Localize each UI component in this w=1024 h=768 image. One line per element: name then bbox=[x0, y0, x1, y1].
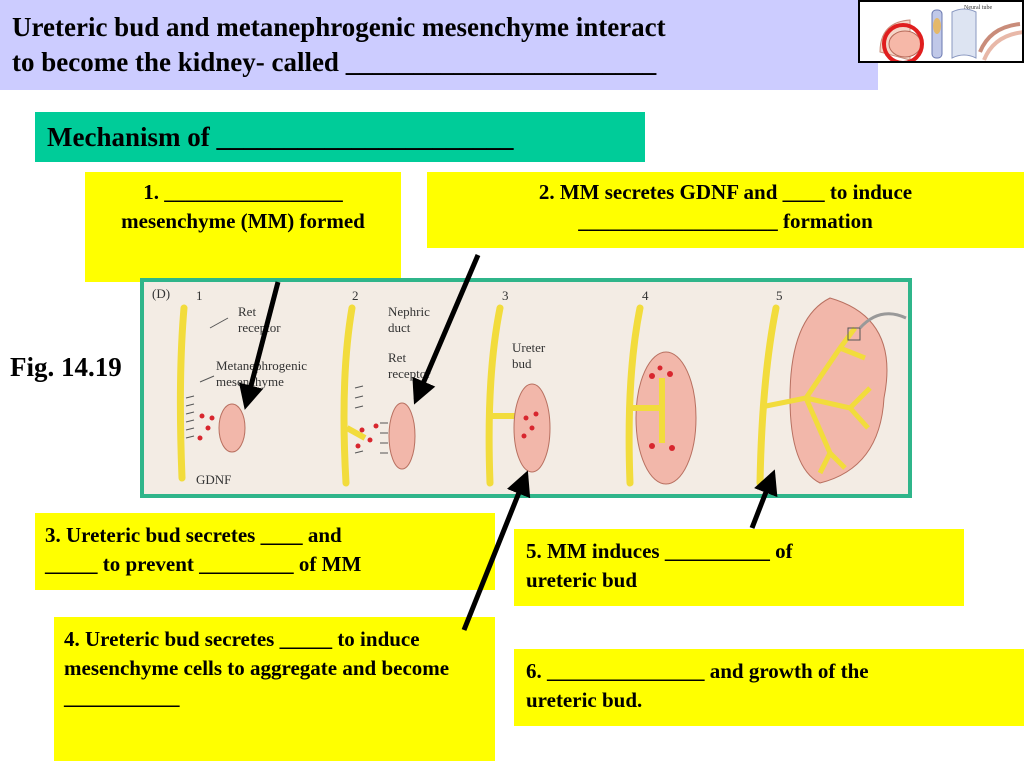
stage-1 bbox=[176, 304, 246, 482]
step-5-line-1: 5. MM induces __________ of bbox=[526, 539, 793, 563]
step-6-line-2: ureteric bud. bbox=[526, 688, 643, 712]
stage-number-4: 4 bbox=[642, 288, 649, 303]
title-line-1: Ureteric bud and metanephrogenic mesench… bbox=[12, 12, 666, 42]
figure-label: Fig. 14.19 bbox=[10, 352, 122, 382]
step-6-line-1: 6. _______________ and growth of the bbox=[526, 659, 869, 683]
embryo-thumbnail: Neural tube bbox=[858, 0, 1024, 63]
highlight-circle-icon bbox=[882, 23, 924, 61]
thumbnail-label: Neural tube bbox=[964, 5, 992, 11]
title-line-2: to become the kidney- called ___________… bbox=[12, 47, 657, 77]
label-ureter-b: bud bbox=[512, 356, 532, 371]
stage-number-2: 2 bbox=[352, 288, 359, 303]
step-1-box: 1. _________________ mesenchyme (MM) for… bbox=[85, 172, 401, 282]
step-2-line-2: ___________________ formation bbox=[578, 209, 873, 233]
title-box: Ureteric bud and metanephrogenic mesench… bbox=[0, 0, 878, 90]
stage-4 bbox=[625, 304, 697, 487]
step-2-box: 2. MM secretes GDNF and ____ to induce _… bbox=[427, 172, 1024, 248]
step-2-line-1: 2. MM secretes GDNF and ____ to induce bbox=[538, 180, 913, 204]
mechanism-header: Mechanism of ______________________ bbox=[35, 112, 645, 162]
stage-5 bbox=[756, 297, 907, 487]
panel-label: (D) bbox=[152, 286, 170, 301]
label-ret-1b: receptor bbox=[238, 320, 281, 335]
step-6-box: 6. _______________ and growth of the ure… bbox=[514, 649, 1024, 726]
stage-number-3: 3 bbox=[502, 288, 509, 303]
step-3-box: 3. Ureteric bud secretes ____ and _____ … bbox=[35, 513, 495, 590]
label-nephric-b: duct bbox=[388, 320, 411, 335]
stage-number-5: 5 bbox=[776, 288, 783, 303]
label-ret-1a: Ret bbox=[238, 304, 256, 319]
label-nephric-a: Nephric bbox=[388, 304, 430, 319]
stage-3 bbox=[485, 304, 551, 487]
step-3-line-1: 3. Ureteric bud secretes ____ and bbox=[45, 523, 342, 547]
step-5-box: 5. MM induces __________ of ureteric bud bbox=[514, 529, 964, 606]
step-3-line-2: _____ to prevent _________ of MM bbox=[45, 552, 362, 576]
label-meta-b: mesenchyme bbox=[216, 374, 284, 389]
label-meta-a: Metanephrogenic bbox=[216, 358, 307, 373]
step-4-box: 4. Ureteric bud secretes _____ to induce… bbox=[54, 617, 495, 761]
label-gdnf: GDNF bbox=[196, 472, 231, 487]
embryo-cross-section-image: Neural tube bbox=[860, 2, 1022, 61]
stage-number-1: 1 bbox=[196, 288, 203, 303]
label-ureter-a: Ureter bbox=[512, 340, 546, 355]
step-5-line-2: ureteric bud bbox=[526, 568, 638, 592]
label-ret-2b: receptor bbox=[388, 366, 431, 381]
stage-2 bbox=[340, 304, 416, 487]
label-ret-2a: Ret bbox=[388, 350, 406, 365]
kidney-development-figure: (D) 1 2 3 4 5 Ret receptor Metanephrogen… bbox=[140, 278, 912, 498]
